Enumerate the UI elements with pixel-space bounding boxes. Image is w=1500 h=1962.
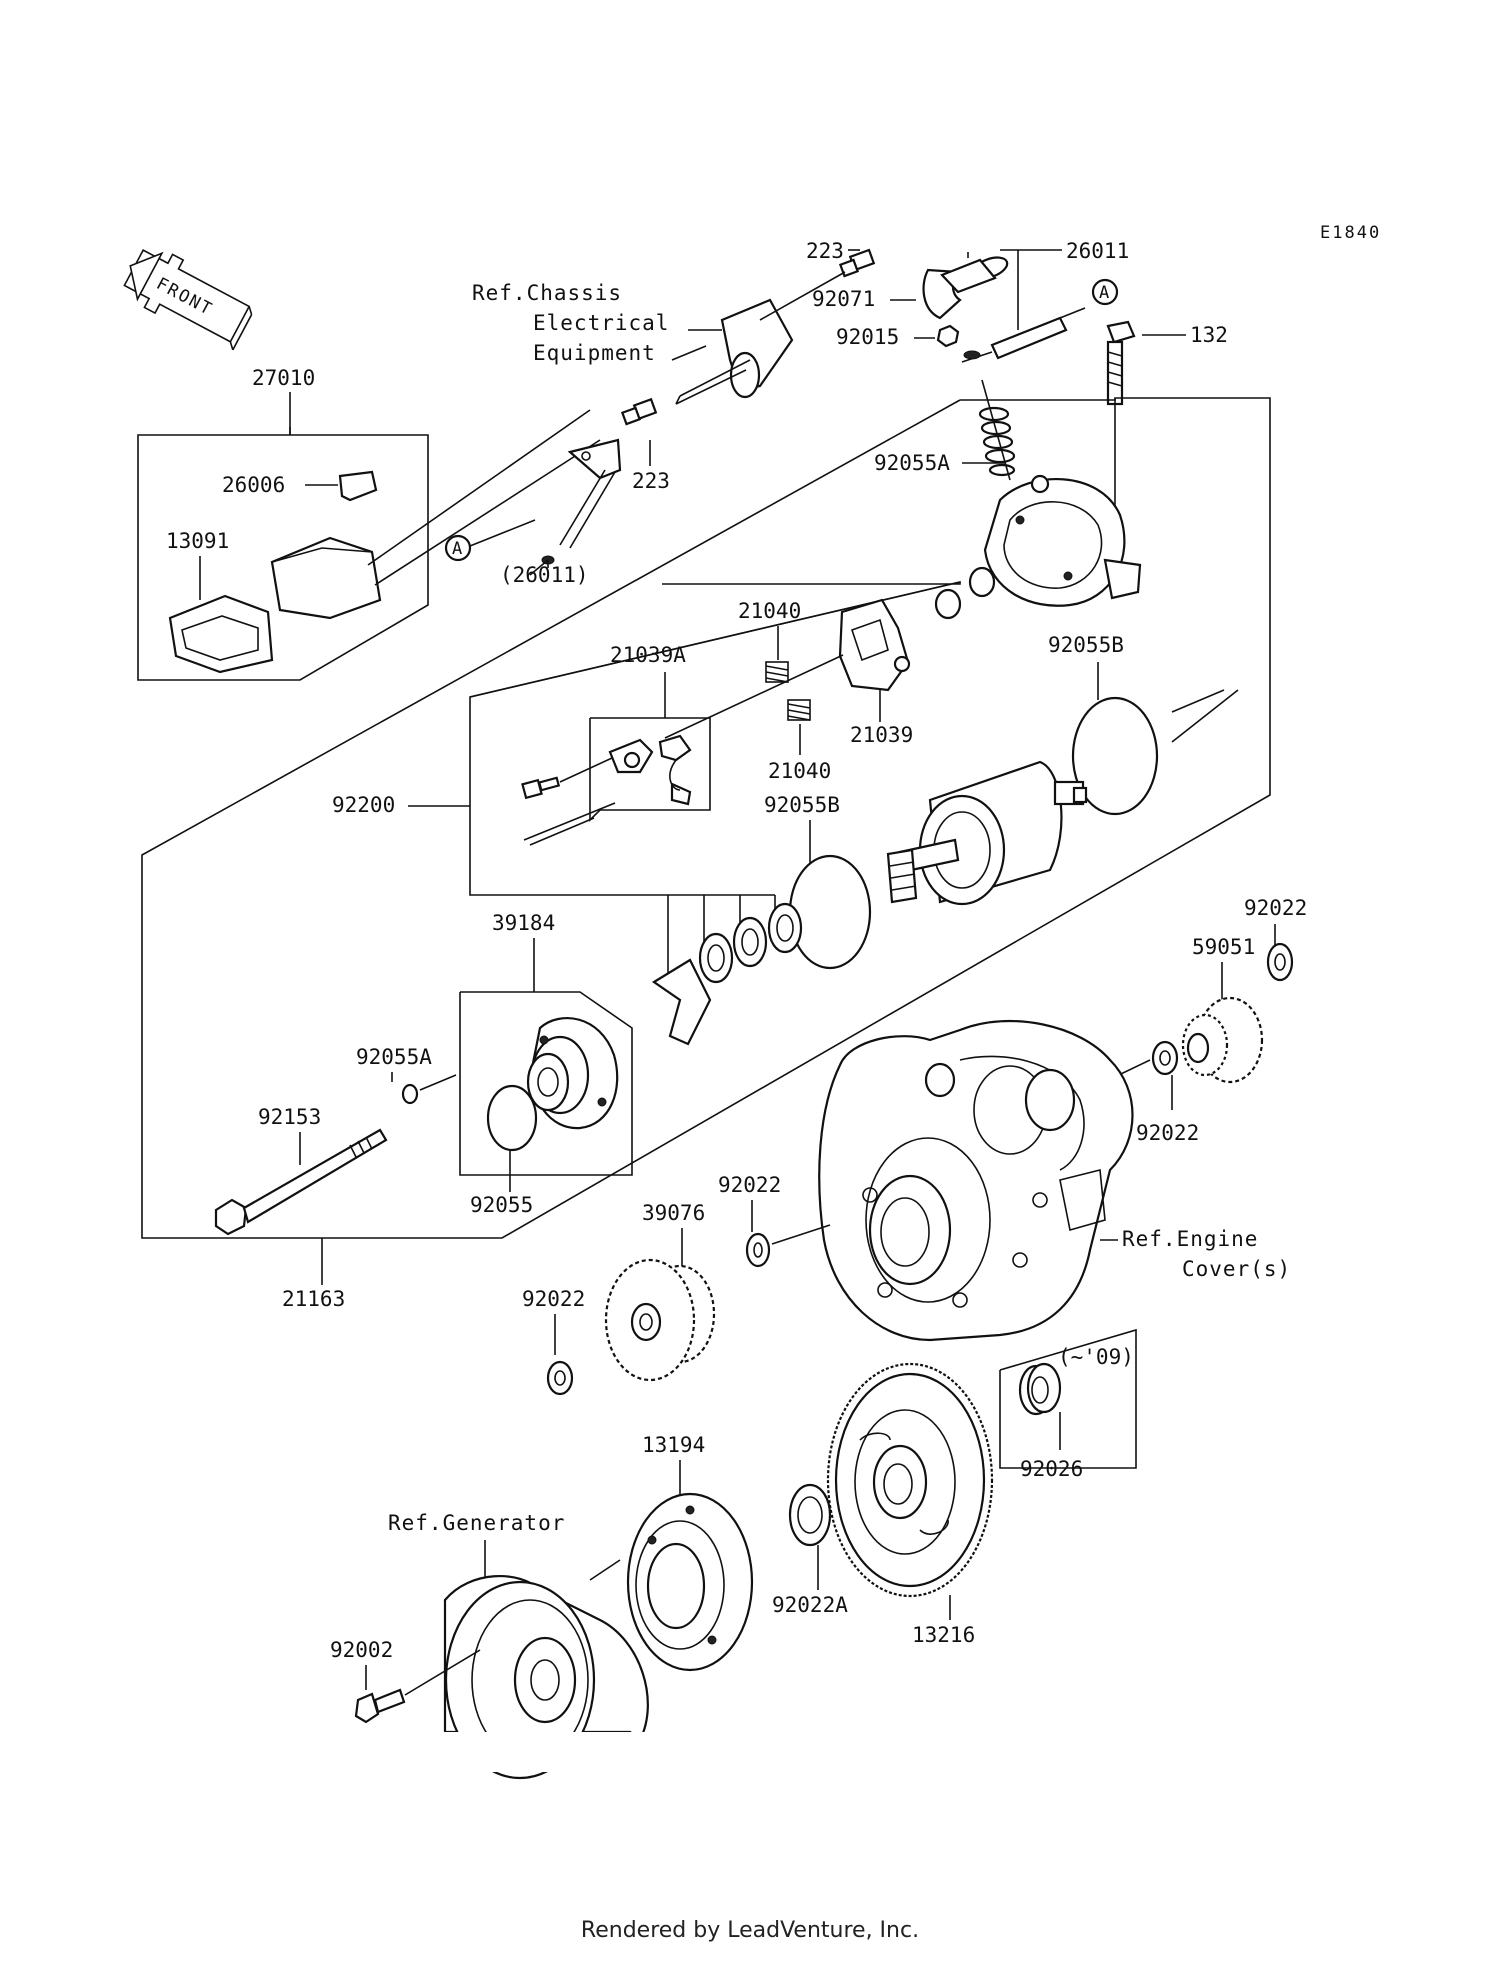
armature-group xyxy=(886,760,1088,906)
label-21039[interactable]: 21039 xyxy=(850,723,913,747)
ref-engine-line2[interactable]: Cover(s) xyxy=(1182,1257,1291,1281)
label-92022A[interactable]: 92022A xyxy=(772,1593,848,1617)
long-bolt-92153-part[interactable] xyxy=(214,1128,388,1236)
ref-chassis-line1[interactable]: Ref.Chassis xyxy=(472,281,622,305)
label-21040-top[interactable]: 21040 xyxy=(738,599,801,623)
diagram-code: E1840 xyxy=(1320,223,1381,243)
brush-group: 92200 21040 21040 21039 21039A xyxy=(332,566,996,990)
o-ring-92055A-left[interactable] xyxy=(401,1083,419,1105)
label-92071[interactable]: 92071 xyxy=(812,287,875,311)
o-ring-92055B-right[interactable] xyxy=(1071,696,1159,816)
label-92022-left[interactable]: 92022 xyxy=(522,1287,585,1311)
washer-92022-right[interactable] xyxy=(1266,942,1294,982)
label-26011-paren[interactable]: (26011) xyxy=(500,563,589,587)
one-way-clutch-group: 13194 xyxy=(626,1433,754,1672)
label-13216[interactable]: 13216 xyxy=(912,1623,975,1647)
label-39076[interactable]: 39076 xyxy=(642,1201,705,1225)
label-223-mid[interactable]: 223 xyxy=(632,469,670,493)
label-92022-center[interactable]: 92022 xyxy=(718,1173,781,1197)
chassis-reference: Ref.Chassis Electrical Equipment 223 223 xyxy=(444,239,876,587)
label-26011-top[interactable]: 26011 xyxy=(1066,239,1129,263)
spacer-washers xyxy=(651,902,803,1046)
washer-b[interactable] xyxy=(732,916,768,968)
label-92055B-right[interactable]: 92055B xyxy=(1048,633,1124,657)
label-92015[interactable]: 92015 xyxy=(836,325,899,349)
engine-cover-part[interactable] xyxy=(818,1019,1134,1342)
spring-21040-mid[interactable] xyxy=(787,699,811,721)
relay-group: 27010 26006 13091 xyxy=(137,366,601,681)
front-arrow-icon: FRONT xyxy=(123,249,253,351)
bolt-132-part[interactable] xyxy=(1106,320,1136,406)
holder-plate-part[interactable] xyxy=(651,958,712,1046)
seal-group: (~'09) 92026 xyxy=(999,1328,1137,1481)
ref-generator[interactable]: Ref.Generator xyxy=(388,1511,565,1535)
gear-39076-group: 92022 39076 92022 xyxy=(522,1173,831,1396)
label-21039A[interactable]: 21039A xyxy=(610,643,686,667)
label-92055A-top[interactable]: 92055A xyxy=(874,451,950,475)
callout-a-right xyxy=(1091,278,1119,306)
callout-a-left-label: A xyxy=(452,539,464,559)
label-92022-mid[interactable]: 92022 xyxy=(1136,1121,1199,1145)
label-92153[interactable]: 92153 xyxy=(258,1105,321,1129)
lead-group: 26011 92071 92015 A 132 xyxy=(812,239,1228,406)
label-39184[interactable]: 39184 xyxy=(492,911,555,935)
label-92055[interactable]: 92055 xyxy=(470,1193,533,1217)
footer-credit: Rendered by LeadVenture, Inc. xyxy=(580,1918,920,1943)
label-132[interactable]: 132 xyxy=(1190,323,1228,347)
label-92022-right[interactable]: 92022 xyxy=(1244,896,1307,920)
lead-26011-part[interactable] xyxy=(990,316,1068,360)
relay-cap-part[interactable] xyxy=(338,470,378,502)
nut-92015-part[interactable] xyxy=(936,324,960,348)
rear-cover-group: 92055A xyxy=(874,379,1142,607)
engine-cover-group: Ref.Engine Cover(s) xyxy=(818,1019,1291,1342)
label-92026[interactable]: 92026 xyxy=(1020,1457,1083,1481)
label-92200[interactable]: 92200 xyxy=(332,793,395,817)
ref-chassis-line2[interactable]: Electrical xyxy=(533,311,669,335)
o-ring-92055B-left[interactable] xyxy=(788,854,872,970)
brush-screw[interactable] xyxy=(521,776,561,800)
washer-92022A[interactable] xyxy=(788,1483,832,1547)
brush-plate-21039-part[interactable] xyxy=(838,598,910,692)
front-label: FRONT xyxy=(153,274,216,320)
callout-a-right-label: A xyxy=(1099,283,1111,303)
o-ring-group: 92055B 92055B xyxy=(764,633,1239,970)
label-92055B-left[interactable]: 92055B xyxy=(764,793,840,817)
label-13091[interactable]: 13091 xyxy=(166,529,229,553)
washer-a[interactable] xyxy=(698,932,734,984)
ref-engine-line1[interactable]: Ref.Engine xyxy=(1122,1227,1258,1251)
long-bolt-group: 92153 21163 xyxy=(214,1105,388,1311)
label-26006[interactable]: 26006 xyxy=(222,473,285,497)
washer-92022-left[interactable] xyxy=(546,1360,574,1396)
o-ring-92055[interactable] xyxy=(486,1084,538,1152)
bolt-223-mid[interactable] xyxy=(620,397,658,426)
label-92002[interactable]: 92002 xyxy=(330,1638,393,1662)
clutch-gear-group: 13216 92022A xyxy=(772,1362,994,1647)
washer-rear-b[interactable] xyxy=(934,588,962,620)
washer-c[interactable] xyxy=(767,902,803,954)
washer-92022-mid[interactable] xyxy=(1151,1040,1179,1076)
idle-gear-group: 92022 59051 92022 xyxy=(1097,896,1307,1145)
relay-cover-part[interactable] xyxy=(168,594,274,674)
rear-cover-part[interactable] xyxy=(983,478,1126,607)
starter-relay-part[interactable] xyxy=(270,536,382,620)
label-27010[interactable]: 27010 xyxy=(252,366,315,390)
label-21163[interactable]: 21163 xyxy=(282,1287,345,1311)
bolt-92002-part[interactable] xyxy=(354,1688,406,1724)
label-13194[interactable]: 13194 xyxy=(642,1433,705,1457)
bolt-223-top[interactable] xyxy=(838,248,876,278)
label-09-note[interactable]: (~'09) xyxy=(1058,1345,1134,1369)
washer-rear-a[interactable] xyxy=(968,566,996,598)
ref-chassis-line3[interactable]: Equipment xyxy=(533,341,656,365)
label-92055A-left[interactable]: 92055A xyxy=(356,1045,432,1069)
label-59051[interactable]: 59051 xyxy=(1192,935,1255,959)
generator-group: Ref.Generator 92002 xyxy=(330,1511,670,1780)
spring-21040-top[interactable] xyxy=(765,661,789,683)
bracket-part[interactable] xyxy=(567,438,622,480)
callout-a-left xyxy=(444,534,472,562)
front-cover-group: 39184 92055A 92055 xyxy=(356,911,633,1217)
label-223-top[interactable]: 223 xyxy=(806,239,844,263)
label-21040-mid[interactable]: 21040 xyxy=(768,759,831,783)
washer-92022-center[interactable] xyxy=(745,1232,771,1268)
